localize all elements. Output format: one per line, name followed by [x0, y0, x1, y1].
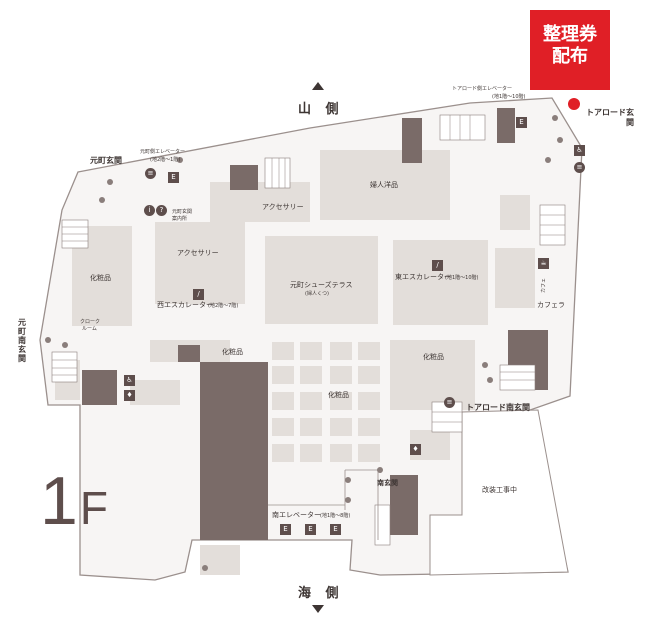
info-icon: i [144, 205, 155, 216]
escalator-icon: / [432, 260, 443, 271]
zone-cloak-1: クローク [80, 319, 101, 325]
escalator-west-floors: (地2階〜7階) [208, 303, 239, 309]
floor-number: 1 [40, 463, 80, 539]
restroom-icon: ♦ [410, 444, 421, 455]
zone-info-1: 元町玄関 [172, 209, 193, 215]
zone-shoes-line1: 元町シューズテラス [290, 281, 353, 289]
zone-accessory-2: アクセサリー [177, 249, 219, 257]
elevator-motomachi-floors: (地2階〜1階) [150, 157, 181, 163]
zone-cosmetics-c1: 化粧品 [222, 348, 243, 356]
zone-renovation: 改装工事中 [482, 486, 517, 494]
zone-block [320, 150, 450, 220]
stairs-icon: ≡ [145, 168, 156, 179]
elevator-icon: E [305, 524, 316, 535]
south-arrow-icon [312, 605, 324, 613]
elevator-icon: E [280, 524, 291, 535]
zone-block [390, 340, 475, 410]
zone-shoes-line2: (婦人くつ) [305, 291, 329, 297]
zone-cloak-2: ルーム [82, 326, 97, 332]
zone-accessory-1: アクセサリー [262, 203, 304, 211]
zone-block [393, 240, 488, 325]
escalator-west-label: 西エスカレーター [157, 301, 213, 309]
zone-block [210, 182, 310, 222]
floor-suffix: F [79, 482, 110, 534]
elevator-tor-road-label: トアロード側エレベーター [452, 86, 513, 92]
accessible-icon: ♿ [574, 145, 585, 156]
entrance-motomachi-south: 元町南玄関 [18, 318, 26, 363]
elevator-motomachi-label: 元町側エレベーター [140, 149, 186, 155]
elevator-south-label: 南エレベーター [272, 511, 321, 519]
south-label: 海 側 [298, 586, 344, 601]
badge-line1: 整理券 [543, 24, 597, 45]
stairs-icon: ≡ [574, 162, 585, 173]
floor-label: 1F [40, 462, 110, 540]
elevator-tor-road-floors: (地1階〜10階) [492, 94, 526, 100]
elevator-icon: E [330, 524, 341, 535]
location-pin-icon [568, 98, 580, 110]
elevator-south-floors: (地1階〜8階) [320, 513, 351, 519]
entrance-south: 南玄関 [377, 479, 398, 487]
accessible-icon: ♿ [124, 375, 135, 386]
dark-area [200, 362, 268, 540]
zone-cosmetics-c2: 化粧品 [328, 391, 349, 399]
escalator-east-label: 東エスカレーター [395, 273, 451, 281]
escalator-icon: / [193, 289, 204, 300]
zone-info-2: 案内所 [172, 216, 188, 222]
zone-block [265, 236, 378, 324]
zone-cosmetics-w: 化粧品 [90, 274, 111, 282]
elevator-icon: E [516, 117, 527, 128]
entrance-tor-road: トアロード玄関 [586, 108, 634, 127]
zone-cafe-1: カフェ [541, 277, 548, 294]
zone-cosmetics-e: 化粧品 [423, 353, 444, 361]
north-label: 山 側 [298, 102, 344, 117]
cafe-icon: ☕ [538, 258, 549, 269]
stairs-icon: ≡ [444, 397, 455, 408]
info-icon: ? [156, 205, 167, 216]
renovation-area [429, 409, 569, 576]
elevator-icon: E [168, 172, 179, 183]
entrance-tor-road-south: トアロード南玄関 [466, 403, 530, 412]
entrance-motomachi: 元町玄関 [90, 156, 122, 165]
restroom-icon: ♦ [124, 390, 135, 401]
dark-area [178, 345, 200, 362]
zone-ladies: 婦人洋品 [370, 181, 398, 189]
escalator-east-floors: (地1階〜10階) [445, 275, 479, 281]
north-arrow-icon [312, 82, 324, 90]
zone-cafe-2: カフェラ [537, 301, 565, 309]
badge-line2: 配布 [552, 46, 588, 67]
ticket-badge: 整理券 配布 [530, 10, 610, 90]
